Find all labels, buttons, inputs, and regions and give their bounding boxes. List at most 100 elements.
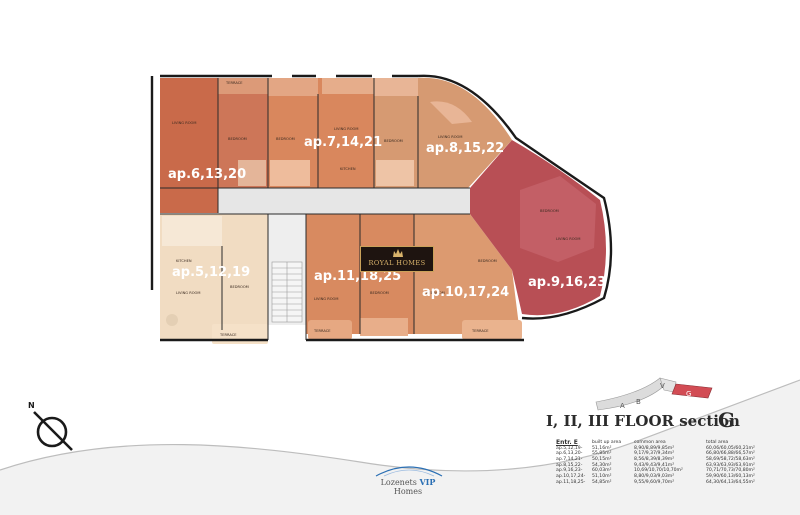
row-built-up-area: 51,16m² bbox=[592, 445, 612, 451]
area-table-header: Entr. E built up area common area total … bbox=[556, 440, 788, 446]
table-row: ap.9,16,23- 60,03m² 10,69/10,70/10,70m² … bbox=[556, 468, 788, 474]
section-letter: G bbox=[718, 408, 736, 432]
row-total-area: 66,80/66,88/66,57m² bbox=[706, 451, 755, 457]
row-common-area: 8,90/8,89/9,85m² bbox=[634, 445, 675, 451]
header-built-up-area: built up area bbox=[592, 440, 622, 445]
header-entrance: Entr. E bbox=[556, 439, 578, 446]
svg-text:LIVING ROOM: LIVING ROOM bbox=[556, 237, 580, 241]
svg-text:LIVING ROOM: LIVING ROOM bbox=[172, 121, 196, 125]
svg-text:TERRACE: TERRACE bbox=[471, 329, 489, 333]
crown-icon bbox=[393, 249, 403, 257]
compass-needle bbox=[33, 411, 73, 451]
table-row: ap.6,13,20- 55,85m² 9,17/9,37/9,34m² 66,… bbox=[556, 451, 788, 457]
row-built-up-area: 54,85m² bbox=[592, 479, 612, 485]
row-built-up-area: 60,03m² bbox=[592, 468, 612, 474]
row-apartment: ap.6,13,20- bbox=[556, 451, 583, 457]
row-built-up-area: 54,30m² bbox=[592, 462, 612, 468]
row-built-up-area: 50,15m² bbox=[592, 457, 612, 463]
row-total-area: 63,93/63,93/63,91m² bbox=[706, 462, 755, 468]
row-total-area: 70,71/70,73/70,80m² bbox=[706, 468, 755, 474]
svg-text:BEDROOM: BEDROOM bbox=[384, 139, 403, 143]
floor-plan: LIVING ROOM BEDROOM TERRACE BEDROOM LIVI… bbox=[150, 74, 613, 344]
key-plan-label-v: V bbox=[660, 382, 665, 390]
label-ap8: ap.8,15,22 bbox=[426, 141, 504, 156]
svg-text:BEDROOM: BEDROOM bbox=[540, 209, 559, 213]
svg-text:KITCHEN: KITCHEN bbox=[340, 167, 356, 171]
floor-title: I, II, III FLOOR section bbox=[546, 412, 740, 430]
row-total-area: 59,90/60,13/60,13m² bbox=[706, 474, 755, 480]
apartment-ap9: BEDROOM LIVING ROOM bbox=[470, 140, 606, 316]
apartment-ap8: BEDROOM LIVING ROOM bbox=[374, 77, 512, 188]
apartment-ap7: BEDROOM LIVING ROOM KITCHEN bbox=[268, 78, 374, 188]
walls bbox=[150, 74, 613, 342]
header-total-area: total area bbox=[706, 440, 729, 445]
label-ap9: ap.9,16,23 bbox=[528, 275, 606, 290]
svg-text:LIVING ROOM: LIVING ROOM bbox=[314, 297, 338, 301]
svg-text:BEDROOM: BEDROOM bbox=[276, 137, 295, 141]
row-apartment: ap.5,12,19- bbox=[556, 445, 583, 451]
label-ap5: ap.5,12,19 bbox=[172, 265, 250, 280]
row-common-area: 8,56/8,39/8,39m² bbox=[634, 457, 675, 463]
key-plan-label-a: A bbox=[620, 402, 625, 410]
svg-text:TERRACE: TERRACE bbox=[313, 329, 331, 333]
svg-text:LIVING ROOM: LIVING ROOM bbox=[438, 135, 462, 139]
row-apartment: ap.7,14,21- bbox=[556, 457, 583, 463]
corridor bbox=[160, 188, 470, 214]
table-row: ap.11,18,25- 54,85m² 9,55/9,60/9,70m² 64… bbox=[556, 480, 788, 486]
key-plan: A B V G bbox=[595, 377, 713, 411]
svg-text:BEDROOM: BEDROOM bbox=[230, 285, 249, 289]
row-total-area: 64,30/64,13/64,55m² bbox=[706, 479, 755, 485]
svg-text:BEDROOM: BEDROOM bbox=[426, 291, 445, 295]
label-ap11: ap.11,18,25 bbox=[314, 269, 401, 284]
table-row: ap.5,12,19- 51,16m² 8,90/8,89/9,85m² 60,… bbox=[556, 446, 788, 452]
brand-suffix: Homes bbox=[393, 487, 423, 496]
table-row: ap.10,17,24- 51,10m² 8,80/9,03/9,03m² 59… bbox=[556, 474, 788, 480]
area-table: Entr. E built up area common area total … bbox=[556, 440, 788, 486]
row-total-area: 58,69/58,72/58,63m² bbox=[706, 457, 755, 463]
header-common-area: common area bbox=[634, 440, 666, 445]
row-built-up-area: 51,10m² bbox=[592, 474, 612, 480]
watermark-badge: ROYAL HOMES bbox=[360, 246, 434, 272]
row-common-area: 8,80/9,03/9,03m² bbox=[634, 474, 675, 480]
svg-text:TERRACE: TERRACE bbox=[225, 81, 243, 85]
apartment-ap6: LIVING ROOM BEDROOM TERRACE bbox=[160, 78, 268, 213]
row-total-area: 60,06/60,05/60,21m² bbox=[706, 445, 755, 451]
compass: N bbox=[28, 401, 73, 451]
svg-text:TERRACE: TERRACE bbox=[219, 333, 237, 337]
row-common-area: 9,43/9,43/9,41m² bbox=[634, 462, 675, 468]
svg-text:BEDROOM: BEDROOM bbox=[370, 291, 389, 295]
table-row: ap.7,14,21- 50,15m² 8,56/8,39/8,39m² 58,… bbox=[556, 457, 788, 463]
background-swoosh bbox=[0, 380, 800, 515]
key-plan-label-b: B bbox=[636, 398, 641, 406]
svg-text:BEDROOM: BEDROOM bbox=[228, 137, 247, 141]
brand-logo: Lozenets VIP Homes bbox=[368, 477, 448, 496]
row-common-area: 9,55/9,60/9,70m² bbox=[634, 479, 675, 485]
key-plan-label-g: G bbox=[686, 390, 691, 398]
brand-prefix: Lozenets bbox=[380, 478, 417, 487]
svg-text:LIVING ROOM: LIVING ROOM bbox=[334, 127, 358, 131]
row-apartment: ap.9,16,23- bbox=[556, 468, 583, 474]
row-common-area: 10,69/10,70/10,70m² bbox=[634, 468, 683, 474]
apartment-ap5: KITCHEN LIVING ROOM BEDROOM TERRACE bbox=[160, 214, 268, 344]
svg-text:BEDROOM: BEDROOM bbox=[478, 259, 497, 263]
row-apartment: ap.10,17,24- bbox=[556, 474, 586, 480]
brand-vip: VIP bbox=[419, 477, 436, 487]
row-apartment: ap.8,15,22- bbox=[556, 462, 583, 468]
row-common-area: 9,17/9,37/9,34m² bbox=[634, 451, 675, 457]
interior-walls bbox=[160, 78, 470, 340]
label-ap10: ap.10,17,24 bbox=[422, 285, 509, 300]
staircase bbox=[271, 261, 303, 323]
brand-arc-icon bbox=[375, 466, 443, 477]
label-ap6: ap.6,13,20 bbox=[168, 167, 246, 182]
floor-title-block: I, II, III FLOOR section G bbox=[546, 408, 786, 438]
row-apartment: ap.11,18,25- bbox=[556, 479, 586, 485]
background-swoosh-line bbox=[0, 379, 800, 472]
svg-text:LIVING ROOM: LIVING ROOM bbox=[176, 291, 200, 295]
compass-ring bbox=[36, 416, 68, 448]
watermark-text: ROYAL HOMES bbox=[368, 259, 426, 267]
label-ap7: ap.7,14,21 bbox=[304, 135, 382, 150]
apartment-ap10: BEDROOM BEDROOM TERRACE bbox=[414, 214, 522, 340]
row-built-up-area: 55,85m² bbox=[592, 451, 612, 457]
svg-text:KITCHEN: KITCHEN bbox=[176, 259, 192, 263]
